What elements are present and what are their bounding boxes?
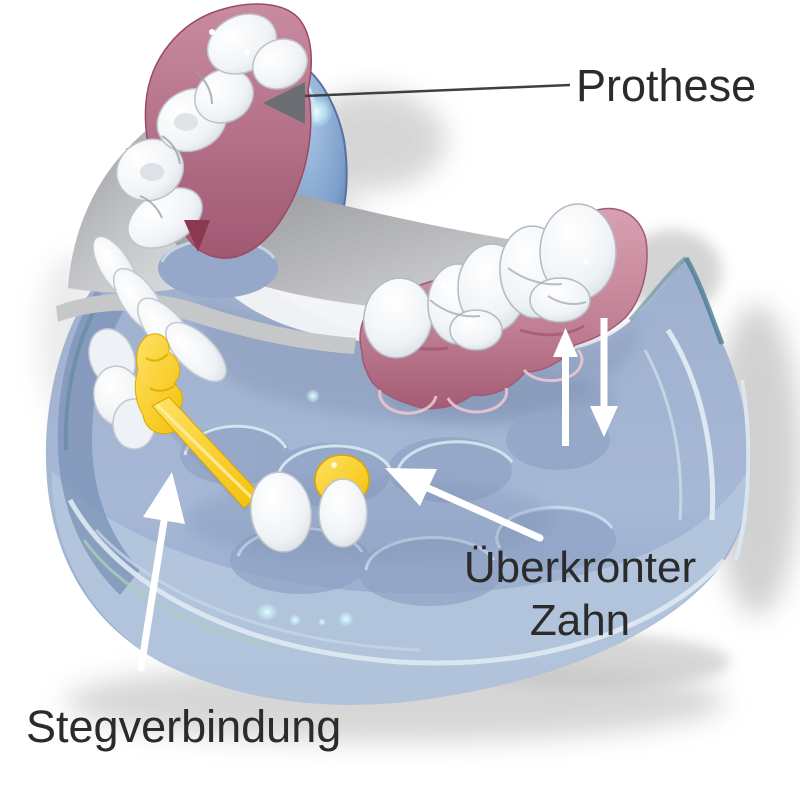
crowned-tooth-arrow-icon	[385, 468, 544, 542]
crowned-tooth-label-line2: Zahn	[529, 596, 631, 645]
abutment-teeth	[250, 454, 370, 553]
gum-notch	[184, 220, 210, 252]
bar-connection-arrow-icon	[137, 472, 185, 672]
bar-connection	[134, 333, 261, 512]
down-arrow-icon	[590, 318, 618, 437]
prothese-pointer-icon	[263, 82, 571, 124]
movement-arrows	[553, 318, 618, 446]
crowned-tooth-label-line1: Überkronter	[463, 543, 697, 592]
bar-connection-label: Stegverbindung	[26, 701, 342, 752]
prothese-label: Prothese	[576, 60, 757, 111]
crowned-tooth	[314, 454, 370, 548]
sparkle-glows	[256, 389, 354, 627]
denture-saddle-left	[115, 3, 313, 259]
denture-saddle-right	[359, 203, 648, 415]
up-arrow-icon	[553, 328, 578, 446]
jaw-ridge-knob	[158, 238, 278, 298]
